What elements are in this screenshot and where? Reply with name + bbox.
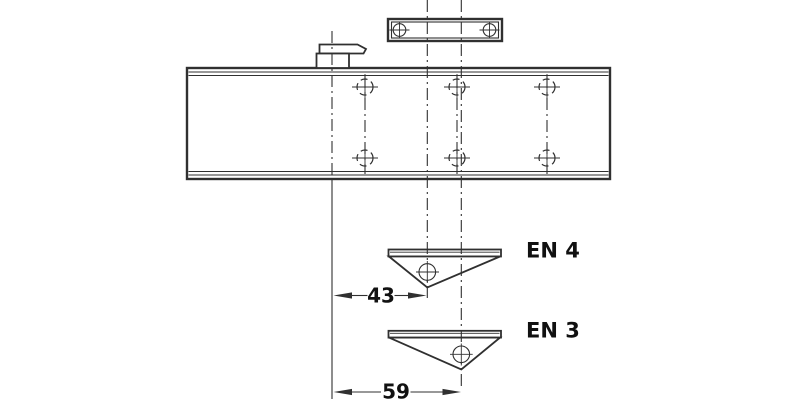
spindle	[315, 43, 368, 69]
arrow-left-icon	[333, 292, 352, 299]
dim59-value: 59	[382, 380, 410, 400]
en4-bracket-triangle	[386, 255, 501, 289]
mounting-plate	[386, 17, 504, 43]
en3-bracket-bar	[387, 329, 502, 339]
arrow-right-icon	[408, 292, 427, 299]
arrow-left-icon	[333, 388, 352, 396]
plate-outline	[386, 17, 504, 43]
spindle-block	[315, 52, 350, 69]
en3-bracket	[387, 329, 503, 371]
dimension-59: 59	[333, 380, 461, 400]
en4-bracket-bar	[387, 248, 502, 258]
bracket-holes	[416, 261, 473, 366]
en3-label: EN 3	[526, 319, 580, 343]
en3-bracket-triangle	[388, 336, 503, 371]
arrow-right-icon	[442, 388, 461, 396]
dim43-value: 43	[367, 284, 395, 308]
en4-label: EN 4	[526, 239, 580, 263]
dimension-43: 43	[333, 284, 427, 308]
spindle-cap	[318, 43, 368, 55]
en4-bracket	[386, 248, 502, 289]
